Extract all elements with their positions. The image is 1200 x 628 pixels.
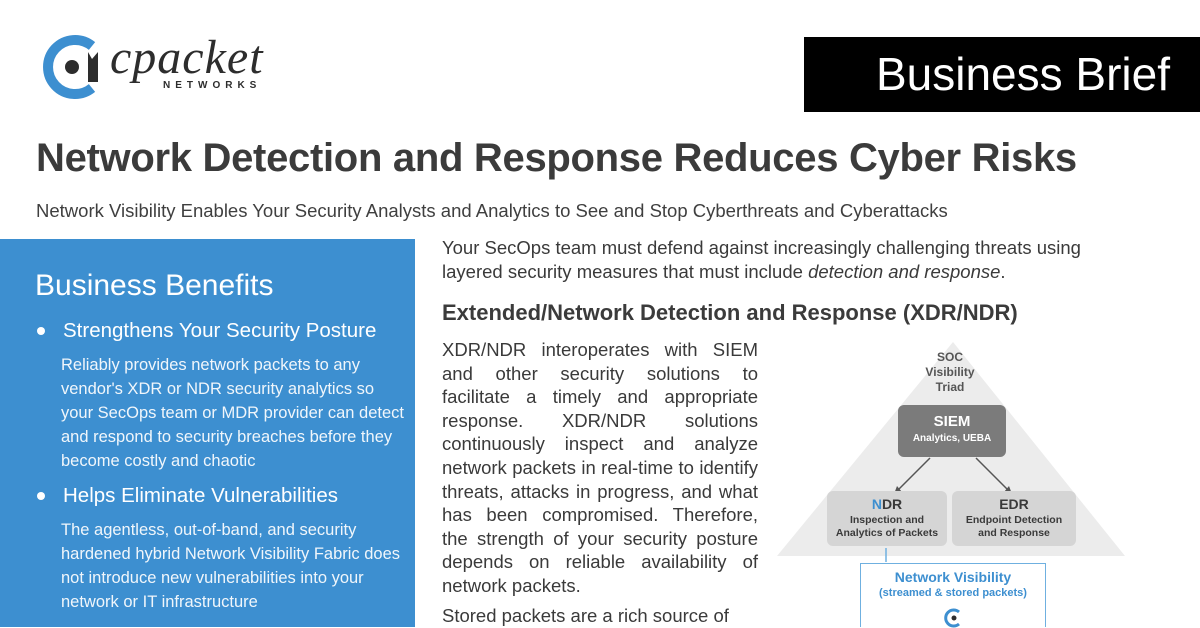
section-paragraph-continued: Stored packets are a rich source of xyxy=(442,605,729,626)
soc-label-line: SOC xyxy=(936,350,963,364)
intro-text: Your SecOps team must defend against inc… xyxy=(442,237,1081,282)
ndr-box: NDR Inspection and Analytics of Packets xyxy=(827,491,947,546)
siem-subtitle: Analytics, UEBA xyxy=(912,433,992,444)
network-visibility-title: Network Visibility xyxy=(894,569,1012,585)
cpacket-logo xyxy=(43,35,98,99)
edr-subtitle: and Response xyxy=(978,527,1050,539)
soc-label-line: Triad xyxy=(935,380,965,394)
soc-triad-label: SOC Visibility Triad xyxy=(905,350,995,395)
network-visibility-box: Network Visibility (streamed & stored pa… xyxy=(860,563,1046,628)
ndr-subtitle: Inspection and xyxy=(849,514,925,526)
bullet-icon xyxy=(37,327,45,335)
siem-title: SIEM xyxy=(933,413,971,430)
benefit-item: Helps Eliminate Vulnerabilities The agen… xyxy=(35,484,405,614)
page-title: Network Detection and Response Reduces C… xyxy=(36,136,1077,180)
page-subtitle: Network Visibility Enables Your Security… xyxy=(36,200,948,221)
intro-emphasis: detection and response xyxy=(808,261,1001,282)
business-brief-badge: Business Brief xyxy=(804,37,1200,112)
benefit-body: Reliably provides network packets to any… xyxy=(61,356,404,470)
benefits-heading: Business Benefits xyxy=(35,269,274,302)
benefit-head: Strengthens Your Security Posture xyxy=(63,319,377,342)
intro-end: . xyxy=(1000,261,1006,282)
benefit-body: The agentless, out-of-band, and security… xyxy=(61,521,401,611)
section-paragraph: XDR/NDR interoperates with SIEM and othe… xyxy=(442,339,758,596)
bullet-icon xyxy=(37,492,45,500)
ndr-title-rest: DR xyxy=(881,496,903,512)
logo-tagline: NETWORKS xyxy=(163,80,262,91)
benefit-head: Helps Eliminate Vulnerabilities xyxy=(63,484,338,507)
edr-subtitle: Endpoint Detection xyxy=(965,514,1063,526)
cpacket-mini-icon xyxy=(944,608,960,628)
siem-box: SIEM Analytics, UEBA xyxy=(898,405,1006,457)
edr-box: EDR Endpoint Detection and Response xyxy=(952,491,1076,546)
logo-wordmark: cpacket xyxy=(110,31,264,84)
edr-title: EDR xyxy=(999,496,1029,512)
network-visibility-subtitle: (streamed & stored packets) xyxy=(879,587,1027,599)
intro-paragraph: Your SecOps team must defend against inc… xyxy=(442,236,1130,284)
ndr-subtitle: Analytics of Packets xyxy=(835,527,939,539)
soc-label-line: Visibility xyxy=(925,365,975,379)
business-benefits-panel: Business Benefits Strengthens Your Secur… xyxy=(0,239,415,627)
benefit-item: Strengthens Your Security Posture Reliab… xyxy=(35,319,405,473)
ndr-title-n: N xyxy=(871,496,882,512)
section-heading: Extended/Network Detection and Response … xyxy=(442,300,1018,325)
